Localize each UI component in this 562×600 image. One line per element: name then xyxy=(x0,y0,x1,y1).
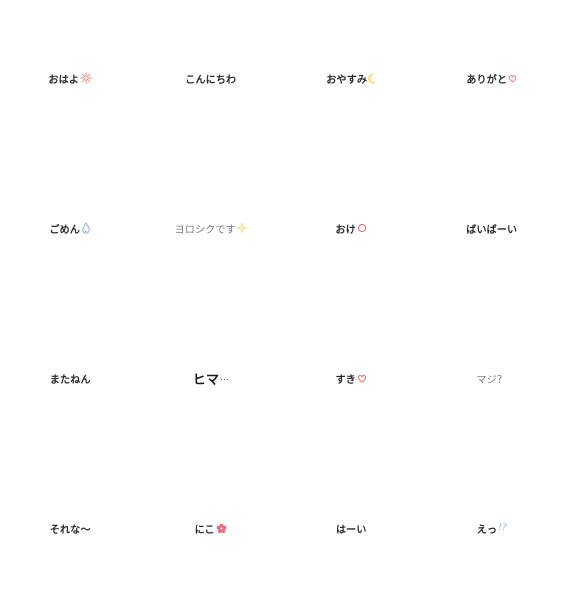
sticker-label: ヨロシクです xyxy=(174,224,236,236)
tear-drop-icon xyxy=(81,221,91,235)
sticker-label: にこ xyxy=(194,524,215,536)
sticker-content: おけ xyxy=(281,220,422,236)
sticker-konnichiwa[interactable]: こんにちわ xyxy=(141,0,282,150)
sticker-yoroshiku[interactable]: ヨロシクです xyxy=(141,150,282,300)
sticker-label: マジ？ xyxy=(476,374,508,386)
sticker-label: おけ xyxy=(335,224,356,236)
sticker-maji[interactable]: マジ？ xyxy=(422,300,562,450)
sticker-label: ヒマ xyxy=(192,372,220,388)
sticker-content: ヒマ ... xyxy=(141,370,282,388)
sticker-content: ばいばーい xyxy=(422,220,562,236)
sticker-baibai[interactable]: ばいばーい xyxy=(422,150,562,300)
heart-outline-icon xyxy=(357,374,367,383)
sticker-sorena[interactable]: それな〜 xyxy=(0,450,141,600)
sticker-matanen[interactable]: またねん xyxy=(0,300,141,450)
sticker-label: またねん xyxy=(49,374,91,386)
sticker-hima[interactable]: ヒマ ... xyxy=(141,300,282,450)
sticker-content: ヨロシクです xyxy=(141,220,282,236)
sticker-content: またねん xyxy=(0,370,141,386)
sticker-content: はーい xyxy=(281,520,422,536)
sticker-gomen[interactable]: ごめん xyxy=(0,150,141,300)
sticker-suffix: !? xyxy=(498,522,507,533)
circle-icon xyxy=(357,223,367,233)
sticker-e[interactable]: えっ !? xyxy=(422,450,562,600)
sticker-content: マジ？ xyxy=(422,370,562,386)
sticker-suki[interactable]: すき xyxy=(281,300,422,450)
sticker-label: それな〜 xyxy=(49,524,91,536)
sticker-niko[interactable]: にこ xyxy=(141,450,282,600)
sticker-content: ありがと xyxy=(422,70,562,86)
sticker-oke[interactable]: おけ xyxy=(281,150,422,300)
sticker-label: おやすみ xyxy=(326,74,368,86)
sticker-label: ごめん xyxy=(49,224,81,236)
sticker-content: えっ !? xyxy=(422,520,562,536)
sticker-content: おはよ xyxy=(0,70,141,86)
sticker-content: おやすみ xyxy=(281,70,422,86)
sticker-label: ばいばーい xyxy=(466,224,518,236)
sticker-content: こんにちわ xyxy=(141,70,282,86)
sticker-content: それな〜 xyxy=(0,520,141,536)
sticker-content: ごめん xyxy=(0,220,141,236)
sticker-content: すき xyxy=(281,370,422,386)
sticker-content: にこ xyxy=(141,520,282,536)
sticker-arigato[interactable]: ありがと xyxy=(422,0,562,150)
sticker-suffix: ... xyxy=(220,373,229,383)
sticker-oyasumi[interactable]: おやすみ xyxy=(281,0,422,150)
heart-icon xyxy=(508,74,517,83)
sticker-label: えっ xyxy=(476,524,498,536)
sun-icon xyxy=(80,72,92,84)
sticker-label: こんにちわ xyxy=(185,74,237,86)
sticker-ohayo[interactable]: おはよ xyxy=(0,0,141,150)
sticker-label: おはよ xyxy=(48,74,80,86)
sticker-hai[interactable]: はーい xyxy=(281,450,422,600)
sticker-label: すき xyxy=(335,374,356,386)
sticker-label: ありがと xyxy=(466,74,508,86)
sticker-label: はーい xyxy=(335,524,367,536)
flower-icon xyxy=(216,523,227,534)
sparkle-icon xyxy=(236,223,247,233)
moon-icon xyxy=(368,72,376,84)
